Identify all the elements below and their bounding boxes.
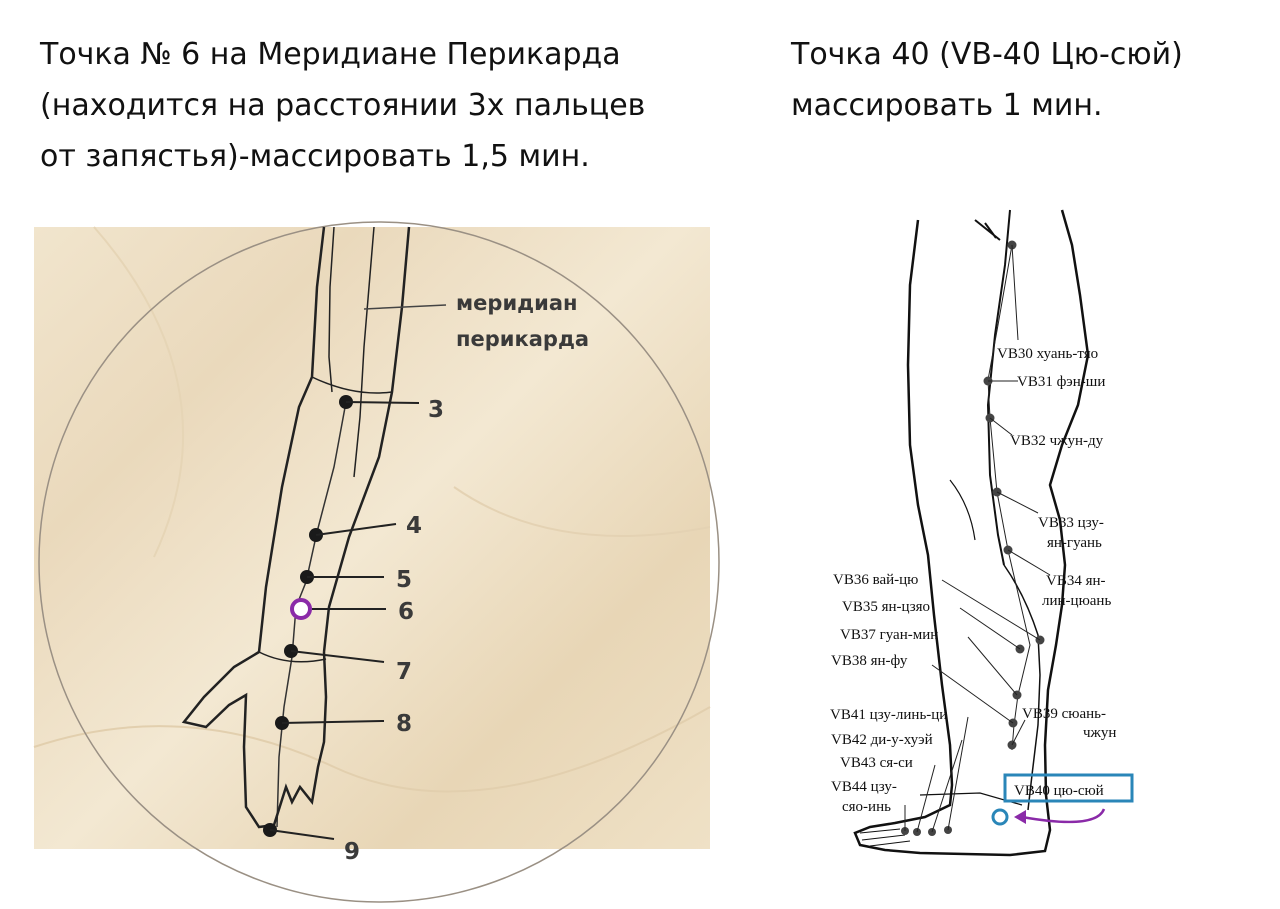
left-caption: Точка № 6 на Меридиане Перикарда (находи… xyxy=(40,29,740,182)
vb35-label: VB35 ян-цзяо xyxy=(842,599,930,615)
frame-circle xyxy=(38,221,720,903)
marble-vein xyxy=(453,486,711,537)
arm-illustration: меридиан перикарда 3 4 5 6 7 8 9 xyxy=(33,221,720,903)
leg-illustration: VB30 хуань-тяо VB31 фэн-ши VB32 чжун-ду … xyxy=(800,205,1160,870)
hand-outline xyxy=(181,650,328,829)
vb33-pointer xyxy=(996,491,1039,514)
gb-meridian xyxy=(987,244,1031,751)
vb32-pointer xyxy=(989,417,1013,436)
right-caption-line-1: Точка 40 (VB-40 Цю-сюй) xyxy=(791,37,1183,72)
pointer-line-3 xyxy=(345,401,420,404)
point-number-7: 7 xyxy=(396,659,412,685)
vb44-label-2: сяо-инь xyxy=(842,799,891,815)
vb41-label: VB41 цзу-линь-ци xyxy=(830,707,947,723)
toe-lines xyxy=(859,828,911,847)
vb37-label: VB37 гуан-мин xyxy=(840,627,938,643)
leg-inner-line xyxy=(986,209,1011,566)
arm-inner-line xyxy=(328,226,335,393)
vb36-pointer xyxy=(941,579,1041,641)
vb34-label-1: VB34 ян- xyxy=(1046,573,1106,589)
vb43-pointer xyxy=(916,764,936,833)
left-caption-line-3: от запястья)-массировать 1,5 мин. xyxy=(40,139,590,174)
vb30-pointer xyxy=(1011,244,1019,341)
leg-svg: VB30 хуань-тяо VB31 фэн-ши VB32 чжун-ду … xyxy=(830,209,1134,857)
vb44-label-1: VB44 цзу- xyxy=(831,779,897,795)
vb40-arrowhead xyxy=(1014,810,1026,824)
vb40-arrow xyxy=(1021,808,1106,824)
vb40-label: VB40 цю-сюй xyxy=(1014,783,1104,799)
vb38-label: VB38 ян-фу xyxy=(831,653,908,669)
vb36-label: VB36 вай-цю xyxy=(833,572,918,588)
knee-line xyxy=(949,479,976,541)
meridian-label-2: перикарда xyxy=(456,327,589,351)
right-caption-line-2: массировать 1 мин. xyxy=(791,88,1103,123)
arm-inner-line xyxy=(353,226,375,478)
vb33-label-2: ян-гуань xyxy=(1047,535,1102,551)
elbow-crease xyxy=(311,376,393,394)
vb37-pointer xyxy=(967,636,1018,696)
pointer-line-7 xyxy=(290,650,385,663)
pointer-line-8 xyxy=(281,720,385,724)
left-caption-line-1: Точка № 6 на Меридиане Перикарда xyxy=(40,37,621,72)
right-caption: Точка 40 (VB-40 Цю-сюй) массировать 1 ми… xyxy=(791,29,1261,131)
vb39-pointer xyxy=(1011,719,1026,746)
left-caption-line-2: (находится на расстоянии 3х пальцев xyxy=(40,88,646,123)
shin-line xyxy=(1003,564,1041,811)
arm-svg: меридиан перикарда 3 4 5 6 7 8 9 xyxy=(33,221,720,903)
point-number-8: 8 xyxy=(396,711,412,737)
vb41-pointer xyxy=(947,716,969,831)
arm-outline-left xyxy=(257,226,326,653)
vb30-label: VB30 хуань-тяо xyxy=(997,346,1098,362)
vb43-label: VB43 ся-си xyxy=(840,755,913,771)
leg-outline xyxy=(853,209,1090,857)
pointer-line-4 xyxy=(315,523,397,536)
point-number-3: 3 xyxy=(428,397,444,423)
vb31-label: VB31 фэн-ши xyxy=(1017,374,1105,390)
point-number-4: 4 xyxy=(406,513,422,539)
vb42-label: VB42 ди-у-хуэй xyxy=(831,732,933,748)
marble-vein xyxy=(33,706,711,793)
meridian-label-1: меридиан xyxy=(456,291,578,315)
vb38-pointer xyxy=(931,664,1014,724)
vb39-label-1: VB39 сюань- xyxy=(1022,706,1106,722)
vb35-pointer xyxy=(959,607,1021,650)
vb32-label: VB32 чжун-ду xyxy=(1010,433,1104,449)
meridian-pointer xyxy=(363,304,447,310)
foot-line xyxy=(919,792,1023,806)
point-number-5: 5 xyxy=(396,567,412,593)
marble-vein xyxy=(93,226,185,558)
point-number-9: 9 xyxy=(344,839,360,865)
vb34-label-2: лин-цюань xyxy=(1042,593,1111,609)
vb40-point-highlight[interactable] xyxy=(991,808,1009,826)
vb39-label-2: чжун xyxy=(1083,725,1116,741)
point-number-6: 6 xyxy=(398,599,414,625)
arm-point-6-highlight xyxy=(290,598,312,620)
vb34-pointer xyxy=(1007,549,1051,576)
vb40-highlight-box xyxy=(1003,773,1134,803)
pointer-line-9 xyxy=(269,829,335,840)
hip-arrow xyxy=(974,219,1001,241)
vb33-label-1: VB33 цзу- xyxy=(1038,515,1104,531)
wrist-crease xyxy=(258,651,327,663)
vb42-pointer xyxy=(931,739,963,833)
